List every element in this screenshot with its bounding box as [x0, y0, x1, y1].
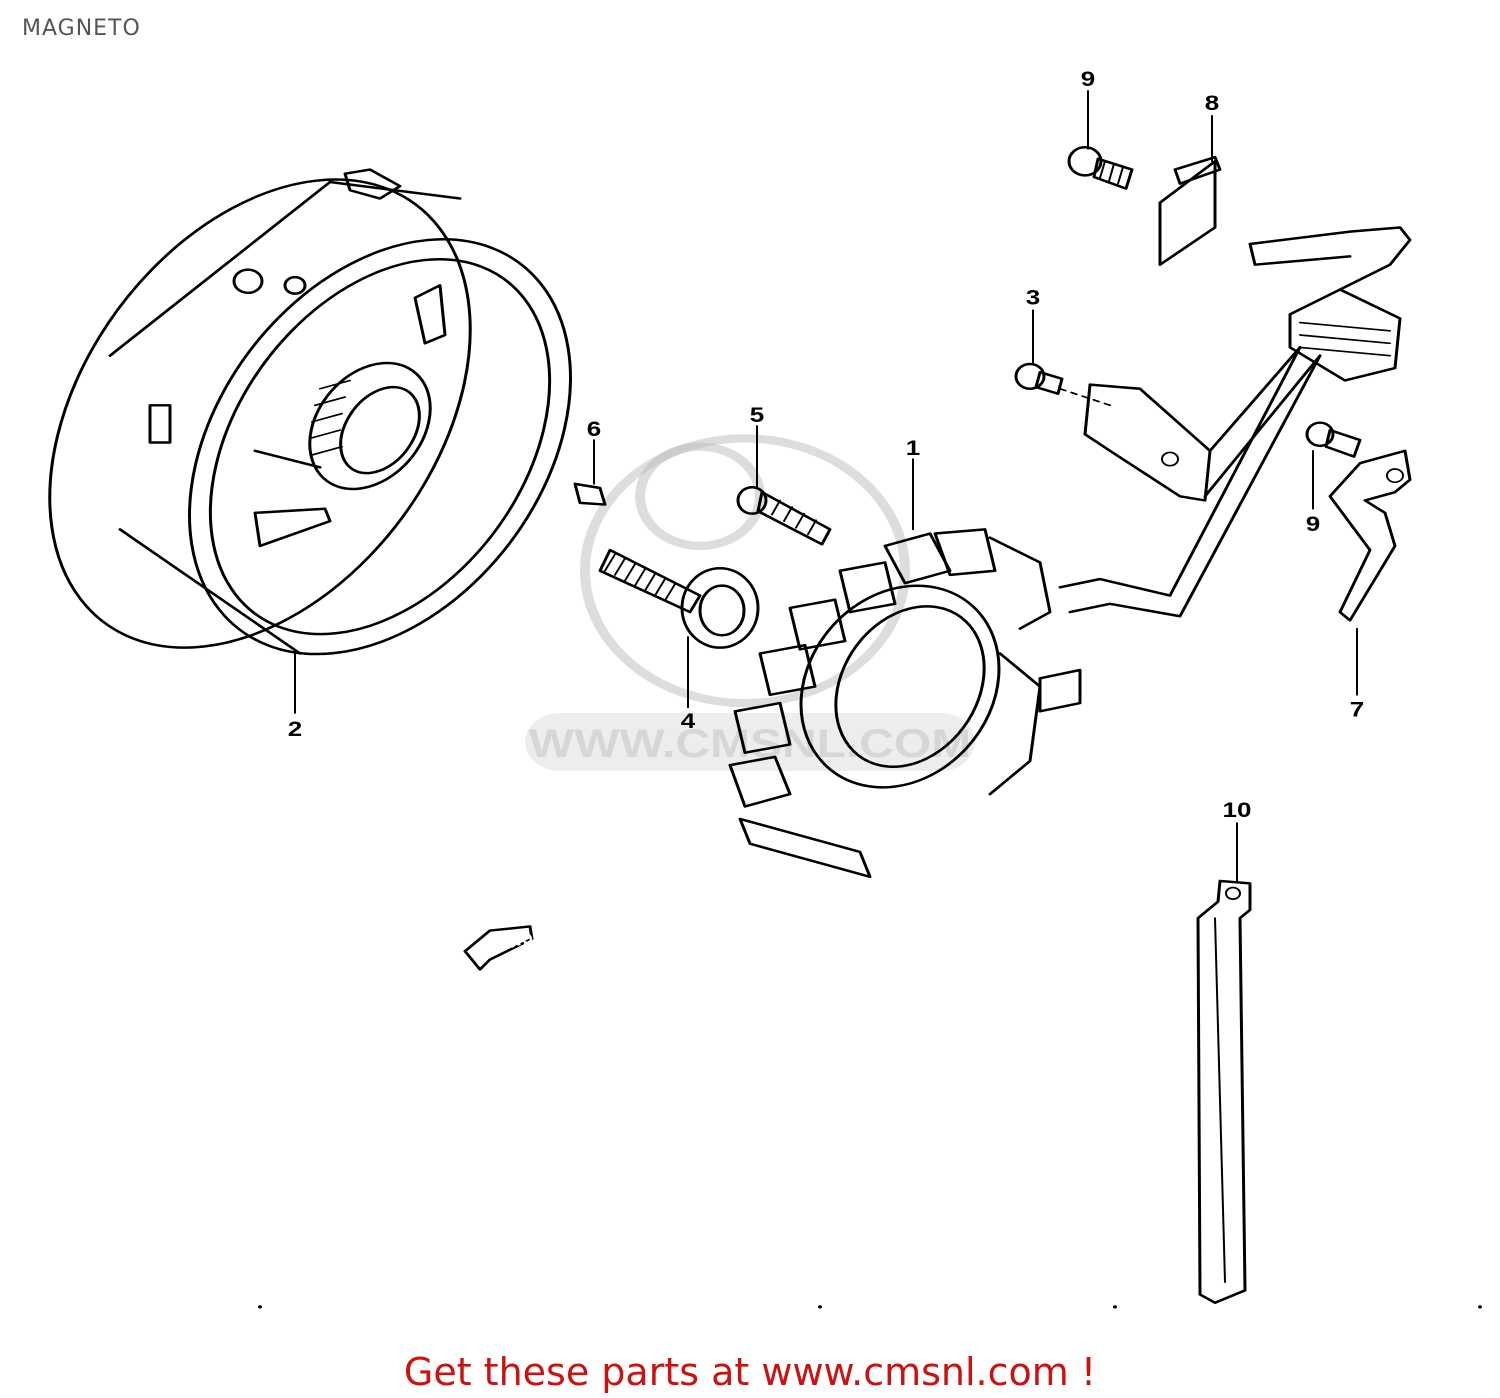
callout-6: 6: [587, 417, 601, 441]
callout-9-right: 9: [1306, 512, 1320, 536]
callout-8: 8: [1205, 91, 1219, 115]
clamp-drawing: [1328, 449, 1412, 622]
baseline-dots: [258, 1305, 1482, 1309]
stator-drawing: [728, 346, 1322, 879]
page-title: MAGNETO: [22, 16, 141, 41]
watermark: WWW.CMSNL.COM: [525, 434, 975, 771]
callout-7: 7: [1350, 697, 1364, 721]
footer-link-text[interactable]: Get these parts at www.cmsnl.com !: [403, 1350, 1097, 1394]
callout-5: 5: [750, 403, 764, 427]
callout-10: 10: [1223, 798, 1252, 822]
callout-numbers: 1 2 3 4 5 6 7 8 9 9 10: [288, 67, 1364, 823]
callout-2: 2: [288, 717, 302, 741]
key-drawing: [573, 482, 607, 506]
leader-lines: [294, 90, 1358, 882]
rotor-drawing: [48, 168, 572, 656]
callout-9-top: 9: [1081, 67, 1095, 91]
screw-9-right-drawing: [1305, 421, 1362, 458]
bolt-4-drawing: [598, 548, 760, 649]
plate-drawing: [1158, 155, 1222, 266]
watermark-text: WWW.CMSNL.COM: [529, 722, 971, 766]
callout-1: 1: [906, 436, 920, 460]
screw-3-drawing: [1014, 362, 1111, 407]
band-drawing: [1196, 879, 1252, 1305]
parts-diagram: WWW.CMSNL.COM: [48, 67, 1482, 1309]
screw-5-drawing: [736, 485, 832, 546]
harness-drawing: [1083, 226, 1412, 502]
callout-3: 3: [1026, 285, 1040, 309]
fwd-label: FWD: [496, 931, 536, 955]
fwd-arrow: FWD: [463, 925, 536, 971]
screw-9-top-drawing: [1067, 145, 1134, 190]
callout-4: 4: [681, 709, 696, 733]
